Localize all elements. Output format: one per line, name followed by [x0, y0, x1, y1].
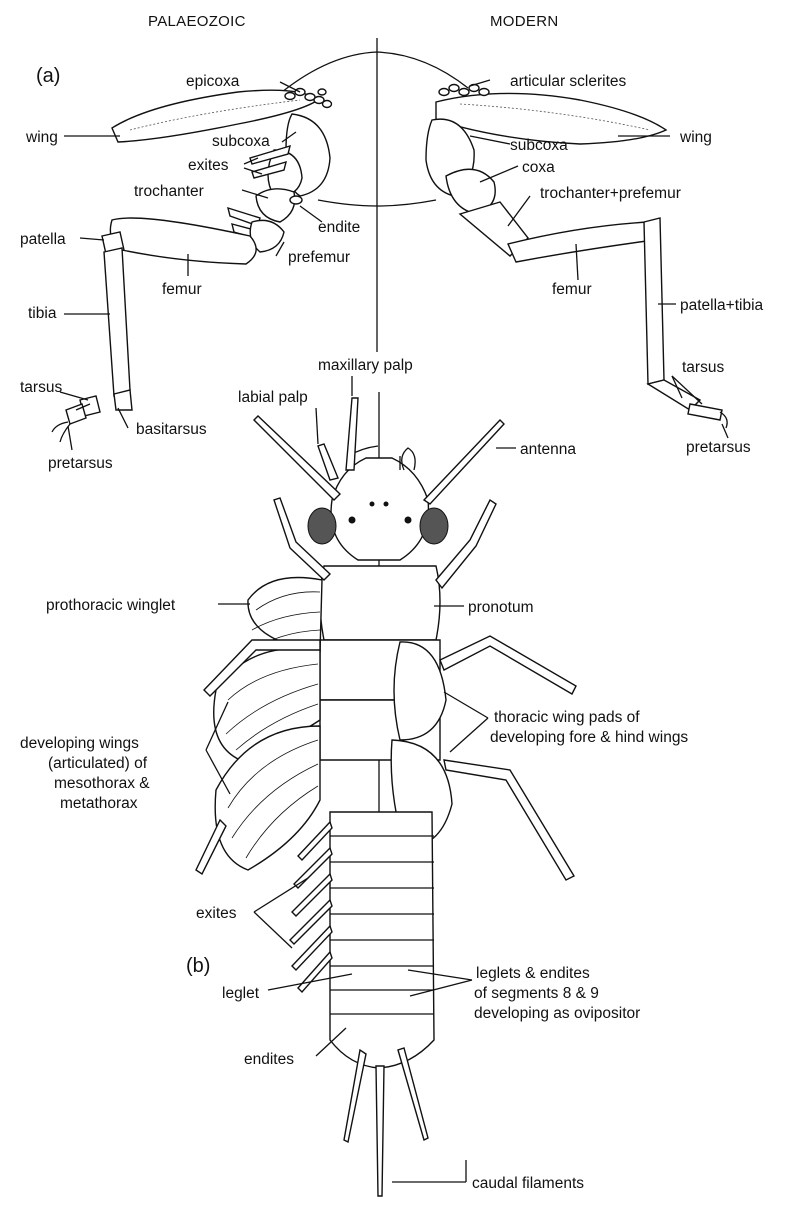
- abdomen: [329, 811, 435, 1069]
- label-thoracic-wing-pads-1: thoracic wing pads of: [494, 709, 640, 726]
- left-mid-leg: [203, 639, 321, 697]
- label-leglets-endites-1: leglets & endites: [476, 965, 590, 982]
- right-mid-leg: [439, 635, 577, 695]
- panel-label-b: (b): [186, 955, 210, 977]
- label-subcoxa-left: subcoxa: [212, 133, 270, 150]
- label-femur-left: femur: [162, 281, 202, 298]
- label-trochanter: trochanter: [134, 183, 204, 200]
- modern-tarsus: [687, 403, 723, 421]
- label-developing-wings-3: mesothorax &: [54, 775, 150, 792]
- right-antenna: [422, 418, 505, 505]
- left-ocellus: [348, 516, 356, 524]
- panel-b-illustration: [195, 392, 577, 1197]
- label-thoracic-wing-pads-2: developing fore & hind wings: [490, 729, 688, 746]
- label-wing-left: wing: [25, 129, 58, 146]
- label-basitarsus: basitarsus: [136, 421, 207, 438]
- label-developing-wings-1: developing wings: [20, 735, 139, 752]
- labial-palp: [317, 443, 339, 481]
- label-endites: endites: [244, 1051, 294, 1068]
- label-tarsus-right: tarsus: [682, 359, 724, 376]
- right-hind-leg: [443, 759, 575, 881]
- right-ocellus: [404, 516, 412, 524]
- header-palaeozoic: PALAEOZOIC: [148, 13, 246, 30]
- label-developing-wings-2: (articulated) of: [48, 755, 148, 772]
- head: [330, 457, 430, 561]
- label-prothoracic-winglet: prothoracic winglet: [46, 597, 176, 614]
- palaeozoic-trochanter: [255, 188, 296, 223]
- palaeozoic-leg: [51, 87, 333, 443]
- left-hind-leg: [195, 818, 227, 876]
- left-front-leg: [273, 497, 332, 581]
- endite-lobe: [289, 195, 303, 205]
- label-exites-a: exites: [188, 157, 229, 174]
- modern-pretarsus-claws: [719, 411, 728, 429]
- palaeozoic-tibia: [103, 247, 131, 397]
- left-antenna: [253, 415, 342, 501]
- label-developing-wings-4: metathorax: [60, 795, 138, 812]
- modern-femur: [507, 221, 655, 263]
- label-pretarsus-left: pretarsus: [48, 455, 113, 472]
- panel-a-leaders: [59, 79, 729, 451]
- label-pretarsus-right: pretarsus: [686, 439, 751, 456]
- label-patella: patella: [20, 231, 66, 248]
- palaeozoic-basitarsus: [113, 389, 133, 411]
- left-cercus: [343, 1048, 367, 1144]
- label-trochanter-prefemur: trochanter+prefemur: [540, 185, 681, 202]
- panel-label-a: (a): [36, 65, 60, 87]
- label-leglet: leglet: [222, 985, 260, 1002]
- header-modern: MODERN: [490, 13, 558, 30]
- label-leglets-endites-3: developing as ovipositor: [474, 1005, 640, 1022]
- left-hindwing: [214, 725, 321, 871]
- label-wing-right: wing: [679, 129, 712, 146]
- label-maxillary-palp: maxillary palp: [318, 357, 413, 374]
- modern-patella-tibia: [643, 217, 665, 385]
- label-prefemur: prefemur: [288, 249, 350, 266]
- label-labial-palp: labial palp: [238, 389, 308, 406]
- label-antenna: antenna: [520, 441, 576, 458]
- articular-sclerites: [438, 83, 490, 97]
- label-subcoxa-right: subcoxa: [510, 137, 568, 154]
- panel-a-illustration: [51, 38, 728, 443]
- label-endite: endite: [318, 219, 360, 236]
- body-outline-arc: [281, 51, 469, 93]
- label-coxa: coxa: [522, 159, 555, 176]
- label-tibia: tibia: [28, 305, 57, 322]
- abdominal-exites: [289, 820, 333, 994]
- left-compound-eye: [307, 507, 337, 545]
- median-caudal-filament: [375, 1065, 385, 1197]
- palaeozoic-pretarsus-claws: [51, 421, 71, 443]
- label-patella-tibia: patella+tibia: [680, 297, 764, 314]
- label-epicoxa: epicoxa: [186, 73, 240, 90]
- right-cercus: [397, 1047, 429, 1142]
- label-tarsus-left: tarsus: [20, 379, 62, 396]
- right-compound-eye: [419, 507, 449, 545]
- label-femur-right: femur: [552, 281, 592, 298]
- exite-1: [249, 144, 291, 165]
- right-forewing-pad: [393, 641, 447, 741]
- label-pronotum: pronotum: [468, 599, 533, 616]
- maxillary-palp: [345, 397, 359, 471]
- epicoxa-sclerites: [284, 87, 333, 109]
- panel-b-leaders: [205, 376, 516, 1183]
- modern-leg: [425, 83, 728, 429]
- label-caudal-filaments: caudal filaments: [472, 1175, 584, 1192]
- labels: epicoxa wing subcoxa exites trochanter e…: [20, 73, 764, 1192]
- pronotum: [319, 565, 441, 641]
- right-front-leg: [435, 498, 497, 590]
- label-leglets-endites-2: of segments 8 & 9: [474, 985, 599, 1002]
- label-exites-b: exites: [196, 905, 237, 922]
- modern-trochanter-prefemur: [458, 201, 529, 257]
- label-articular-sclerites: articular sclerites: [510, 73, 627, 90]
